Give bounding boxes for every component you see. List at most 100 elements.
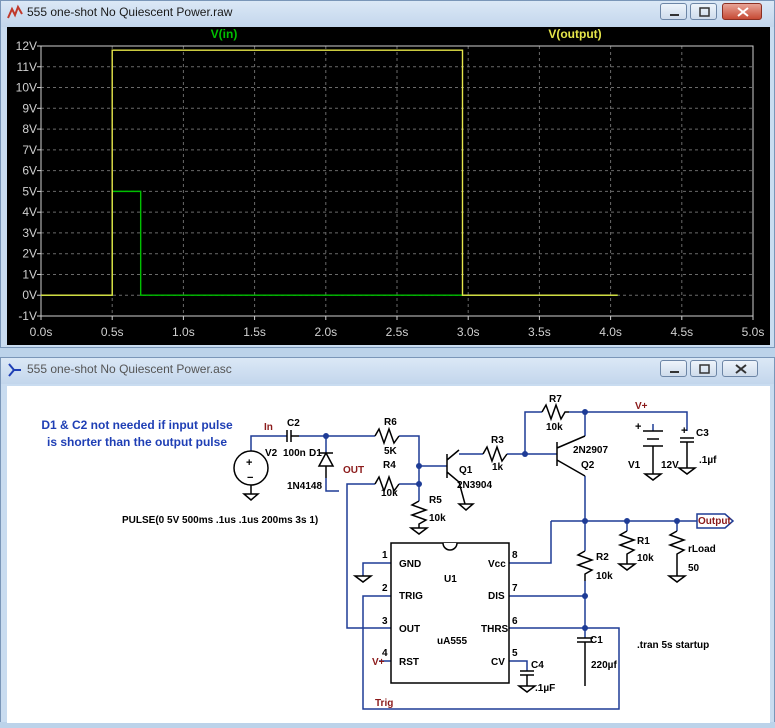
c3-plus: +	[681, 425, 687, 437]
series-line-vin[interactable]	[41, 190, 618, 296]
close-icon	[735, 364, 747, 374]
q1-symbol[interactable]	[446, 449, 466, 505]
y-tick-label: -1V	[18, 309, 37, 323]
schematic-canvas[interactable]: D1 & C2 not needed if input pulse is sho…	[7, 386, 770, 723]
net-vplus-top[interactable]: V+	[635, 401, 648, 412]
q2-name: Q2	[581, 460, 595, 471]
u1-name: U1	[444, 574, 457, 585]
r2-name: R2	[596, 552, 609, 563]
net-out[interactable]: OUT	[343, 465, 364, 476]
minimize-button[interactable]	[660, 360, 687, 377]
maximize-icon	[699, 364, 710, 374]
r2-value: 10k	[596, 571, 613, 582]
minimize-button[interactable]	[660, 3, 687, 20]
waveform-icon	[6, 4, 24, 22]
r5-value: 10k	[429, 513, 446, 524]
maximize-button[interactable]	[690, 360, 717, 377]
plot-titlebar[interactable]: 555 one-shot No Quiescent Power.raw	[1, 1, 774, 27]
x-tick-label: 5.0s	[742, 325, 765, 339]
series-line-voutput[interactable]	[41, 49, 618, 296]
q1-value: 2N3904	[457, 480, 492, 491]
rload-value: 50	[688, 563, 700, 574]
pin-dis: DIS	[488, 591, 505, 602]
pin-num-2: 2	[382, 583, 388, 594]
c1-name: C1	[590, 635, 603, 646]
rload-symbol[interactable]	[667, 530, 687, 576]
output-port[interactable]	[696, 513, 735, 529]
legend-voutput[interactable]: V(output)	[548, 27, 601, 41]
tran-directive[interactable]: .tran 5s startup	[637, 640, 709, 651]
net-in[interactable]: In	[264, 422, 273, 433]
y-tick-label: 7V	[22, 143, 37, 157]
legend-vin[interactable]: V(in)	[211, 27, 238, 41]
c2-symbol[interactable]	[286, 430, 299, 442]
r2-symbol[interactable]	[575, 550, 595, 581]
net-trig[interactable]: Trig	[375, 698, 393, 709]
close-button[interactable]	[722, 360, 758, 377]
c1-value: 220µf	[591, 660, 617, 671]
q2-symbol[interactable]	[556, 435, 586, 477]
source-spec[interactable]: PULSE(0 5V 500ms .1us .1us 200ms 3s 1)	[122, 515, 318, 526]
c4-value: .1µF	[535, 683, 555, 694]
r4-name: R4	[383, 460, 396, 471]
c2-value: 100n	[283, 448, 306, 459]
x-tick-label: 0.0s	[30, 325, 53, 339]
y-tick-label: 4V	[22, 205, 37, 219]
pin-vcc: Vcc	[488, 559, 506, 570]
maximize-button[interactable]	[690, 3, 717, 20]
r6-name: R6	[384, 417, 397, 428]
r6-symbol[interactable]	[374, 426, 400, 446]
d1-value: 1N4148	[287, 481, 322, 492]
v2-plus: +	[246, 457, 252, 469]
r5-symbol[interactable]	[409, 500, 429, 528]
close-button[interactable]	[722, 3, 762, 20]
r7-name: R7	[549, 394, 562, 405]
r5-name: R5	[429, 495, 442, 506]
note-line2: is shorter than the output pulse	[47, 435, 227, 449]
r4-symbol[interactable]	[374, 474, 400, 494]
r7-symbol[interactable]	[541, 402, 569, 422]
v1-symbol[interactable]	[643, 430, 663, 474]
y-tick-label: 1V	[22, 267, 37, 281]
pin-num-1: 1	[382, 550, 388, 561]
c4-name: C4	[531, 660, 544, 671]
pin-num-8: 8	[512, 550, 518, 561]
r7-value: 10k	[546, 422, 563, 433]
y-tick-label: 11V	[17, 60, 37, 74]
junctions	[323, 409, 680, 631]
r1-symbol[interactable]	[617, 530, 637, 564]
pin-num-4: 4	[382, 648, 388, 659]
pin-rst: RST	[399, 657, 419, 668]
schematic-icon	[6, 361, 24, 379]
plot-window-title: 555 one-shot No Quiescent Power.raw	[27, 5, 233, 19]
c1-symbol[interactable]	[577, 637, 593, 686]
r3-symbol[interactable]	[482, 444, 508, 464]
pin-num-7: 7	[512, 583, 518, 594]
schematic-titlebar[interactable]: 555 one-shot No Quiescent Power.asc	[1, 358, 774, 384]
schematic-window-title: 555 one-shot No Quiescent Power.asc	[27, 362, 232, 376]
c4-symbol[interactable]	[520, 670, 534, 686]
v2-name: V2	[265, 448, 278, 459]
x-tick-label: 2.5s	[386, 325, 409, 339]
x-tick-label: 4.0s	[599, 325, 622, 339]
close-icon	[737, 7, 749, 17]
y-tick-label: 2V	[22, 247, 37, 261]
d1-symbol[interactable]	[317, 451, 335, 478]
y-tick-label: 3V	[22, 226, 37, 240]
y-tick-label: 0V	[22, 288, 37, 302]
x-tick-label: 1.0s	[172, 325, 195, 339]
pin-num-3: 3	[382, 616, 388, 627]
net-output[interactable]: Output	[698, 516, 731, 527]
net-vplus-rst[interactable]: V+	[372, 657, 385, 668]
d1-name: D1	[309, 448, 322, 459]
minimize-icon	[670, 14, 679, 16]
c3-symbol[interactable]	[680, 437, 694, 468]
y-tick-label: 5V	[22, 184, 37, 198]
r6-value: 5K	[384, 446, 398, 457]
x-tick-label: 4.5s	[670, 325, 693, 339]
y-tick-label: 8V	[22, 122, 37, 136]
y-tick-label: 9V	[22, 101, 37, 115]
note-line1: D1 & C2 not needed if input pulse	[41, 418, 233, 432]
q1-name: Q1	[459, 465, 473, 476]
